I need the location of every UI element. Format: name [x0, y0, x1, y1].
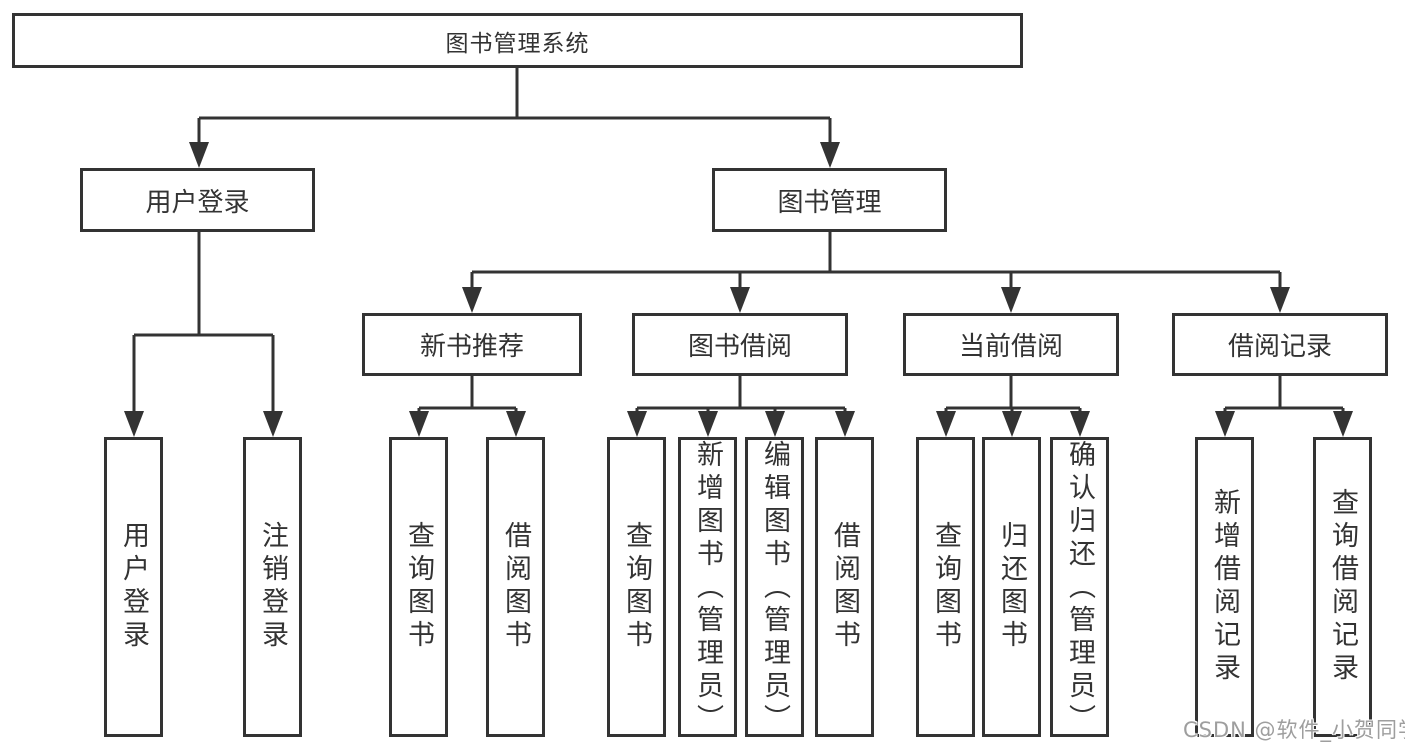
root-branch-line — [197, 68, 832, 144]
arrowhead — [1070, 411, 1090, 437]
leaf-records-add-record: 新增借阅记录 — [1195, 437, 1254, 737]
current-borrow-branch-line — [944, 376, 1082, 412]
arrowhead — [627, 411, 647, 437]
arrowhead — [1002, 411, 1022, 437]
leaf-current-query-books: 查询图书 — [916, 437, 975, 737]
book-management-branch-line — [470, 232, 1282, 289]
leaf-current-return-books: 归还图书 — [982, 437, 1041, 737]
new-book-branch-line — [417, 376, 518, 412]
arrowhead — [936, 411, 956, 437]
leaf-borrow-query-books: 查询图书 — [607, 437, 666, 737]
arrowhead — [1001, 287, 1021, 313]
arrowhead — [409, 411, 429, 437]
arrowhead — [730, 287, 750, 313]
node-book-management: 图书管理 — [712, 168, 947, 232]
leaf-borrow-borrow-books: 借阅图书 — [815, 437, 874, 737]
node-current-borrow: 当前借阅 — [903, 313, 1119, 376]
leaf-newbook-borrow-books: 借阅图书 — [486, 437, 545, 737]
arrowhead — [698, 411, 718, 437]
arrowhead — [765, 411, 785, 437]
node-user-login: 用户登录 — [80, 168, 315, 232]
user-login-branch-line — [132, 232, 275, 412]
leaf-logout: 注销登录 — [243, 437, 302, 737]
leaf-records-query-record: 查询借阅记录 — [1313, 437, 1372, 737]
node-new-book-recommend: 新书推荐 — [362, 313, 582, 376]
arrowhead — [506, 411, 526, 437]
csdn-watermark: CSDN @软件_小贺同学 — [1183, 718, 1405, 742]
leaf-borrow-add-books-admin: 新增图书（管理员） — [678, 437, 737, 737]
arrowhead — [189, 142, 209, 168]
arrowhead — [124, 411, 144, 437]
arrowheads — [124, 142, 1353, 437]
arrowhead — [462, 287, 482, 313]
arrowhead — [820, 142, 840, 168]
leaf-newbook-query-books: 查询图书 — [389, 437, 448, 737]
leaf-current-confirm-return-admin: 确认归还（管理员） — [1050, 437, 1109, 737]
leaf-user-login: 用户登录 — [104, 437, 163, 737]
borrow-records-branch-line — [1223, 376, 1345, 412]
book-borrow-branch-line — [635, 376, 847, 412]
arrowhead — [263, 411, 283, 437]
arrowhead — [1270, 287, 1290, 313]
arrowhead — [835, 411, 855, 437]
connector-segments — [132, 68, 1345, 412]
arrowhead — [1215, 411, 1235, 437]
node-book-borrow: 图书借阅 — [632, 313, 848, 376]
node-root-system: 图书管理系统 — [12, 13, 1023, 68]
node-borrow-records: 借阅记录 — [1172, 313, 1388, 376]
arrowhead — [1333, 411, 1353, 437]
leaf-borrow-edit-books-admin: 编辑图书（管理员） — [745, 437, 804, 737]
